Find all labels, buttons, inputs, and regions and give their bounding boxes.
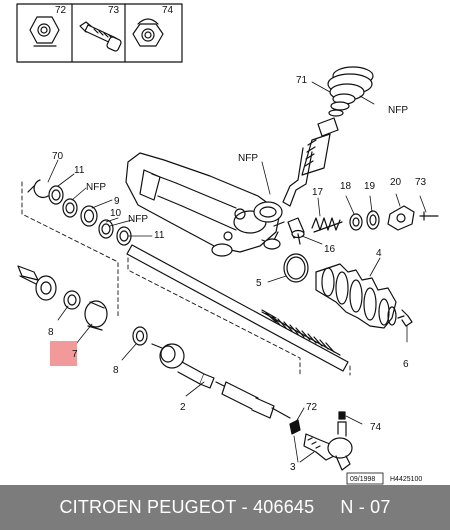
bushing-7 (84, 300, 108, 331)
reference-stamp: 09/1998 H4425100 (346, 472, 422, 485)
callout-labels: 72 73 74 71 NFP NFP 70 11 NFP 9 NFP 10 1… (48, 5, 427, 473)
nut-72-low (289, 419, 301, 435)
callout-8-left: 8 (48, 327, 54, 338)
assembly-outline (21, 181, 351, 376)
callout-5: 5 (256, 278, 262, 289)
upper-boot-71 (327, 66, 374, 117)
callout-71: 71 (296, 75, 308, 86)
clip-6 (397, 309, 413, 327)
callout-72-top: 72 (55, 5, 67, 16)
callout-16: 16 (324, 244, 336, 255)
outer-tie-rod-end-3 (303, 411, 353, 471)
callout-nfp-left: NFP (86, 182, 106, 193)
callout-nfp-mid: NFP (238, 153, 258, 164)
washer-18 (349, 213, 363, 231)
spring-17 (311, 217, 343, 233)
nut-72-inset (29, 16, 60, 47)
callout-2: 2 (180, 402, 186, 413)
footer-bar: CITROEN PEUGEOT - 406645 N - 07 (0, 485, 450, 530)
callout-18: 18 (340, 181, 352, 192)
callout-20: 20 (390, 177, 402, 188)
callout-3: 3 (290, 462, 296, 473)
footer-page: N - 07 (340, 497, 391, 517)
callout-73-top: 73 (108, 5, 120, 16)
exploded-parts-diagram: 72 73 74 71 NFP NFP 70 11 NFP 9 NFP 10 1… (16, 3, 439, 485)
callout-8-mid: 8 (113, 365, 119, 376)
stamp-date: 09/1998 (350, 476, 375, 483)
footer-gap (314, 497, 340, 518)
washer-8-mid (132, 326, 148, 346)
callout-70: 70 (52, 151, 64, 162)
seal-11-upper (48, 185, 64, 205)
callout-9: 9 (114, 196, 120, 207)
callout-11-b: 11 (154, 230, 165, 241)
callout-nfp-small: NFP (128, 214, 148, 225)
footer-part-number: 406645 (253, 497, 315, 517)
rack-housing (125, 152, 285, 257)
callout-10: 10 (110, 208, 122, 219)
ring-19 (366, 210, 380, 230)
highlight-marker (50, 341, 77, 366)
rack-bar (126, 244, 349, 372)
bolt-73-inset (79, 21, 122, 52)
callout-72-low: 72 (306, 402, 318, 413)
pinion-shaft (282, 117, 339, 207)
footer-separator: - (236, 497, 254, 517)
callout-7: 7 (72, 349, 78, 360)
callout-17: 17 (312, 187, 324, 198)
ring-9 (80, 205, 98, 227)
stamp-code: H4425100 (390, 476, 422, 483)
bushing-nfp-left (62, 198, 78, 218)
callout-19: 19 (364, 181, 376, 192)
washer-8-left (63, 290, 81, 310)
bushing-nfp-small (98, 219, 114, 239)
fastener-inset-box (16, 3, 183, 63)
callout-74-low: 74 (370, 422, 382, 433)
circlip-70 (27, 179, 49, 199)
callout-nfp-right: NFP (388, 105, 408, 116)
clamp-ring-5 (283, 253, 309, 283)
cap-20 (387, 205, 415, 231)
leader-lines (47, 81, 427, 463)
nut-74-inset (132, 18, 164, 47)
callout-6: 6 (403, 359, 409, 370)
callout-4: 4 (376, 248, 382, 259)
footer-brand: CITROEN PEUGEOT (59, 497, 237, 517)
adjuster-plug-16 (287, 217, 305, 245)
callout-74-top: 74 (162, 5, 174, 16)
bellows-boot-4 (315, 263, 397, 329)
callout-73-right: 73 (415, 177, 427, 188)
pin-73-right (419, 211, 439, 221)
callout-11-a: 11 (74, 165, 85, 176)
inner-tie-rod-2 (151, 343, 291, 419)
tie-rod-left (17, 265, 57, 301)
